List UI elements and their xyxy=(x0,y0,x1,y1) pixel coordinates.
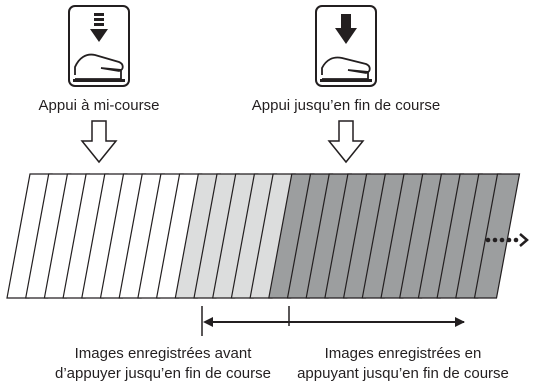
range-left-arrowhead xyxy=(203,317,213,327)
full-press-down-arrow xyxy=(327,120,365,164)
during-full-press-caption-line1: Images enregistrées en xyxy=(325,345,482,362)
image-frame xyxy=(473,173,521,299)
finger-full-press-icon xyxy=(315,5,377,87)
finger-half-press-icon xyxy=(68,5,130,87)
continuation-arrow-icon xyxy=(519,233,529,247)
half-press-label: Appui à mi-course xyxy=(39,97,160,114)
before-full-press-caption-line2: d’appuyer jusqu’en fin de course xyxy=(55,365,271,382)
during-full-press-caption-line2: appuyant jusqu’en fin de course xyxy=(297,365,509,382)
full-press-label: Appui jusqu’en fin de course xyxy=(252,97,440,114)
before-full-press-caption-line1: Images enregistrées avant xyxy=(75,345,253,362)
half-press-down-arrow xyxy=(80,120,118,164)
continuation-dots xyxy=(485,237,519,243)
image-frames xyxy=(6,173,521,299)
